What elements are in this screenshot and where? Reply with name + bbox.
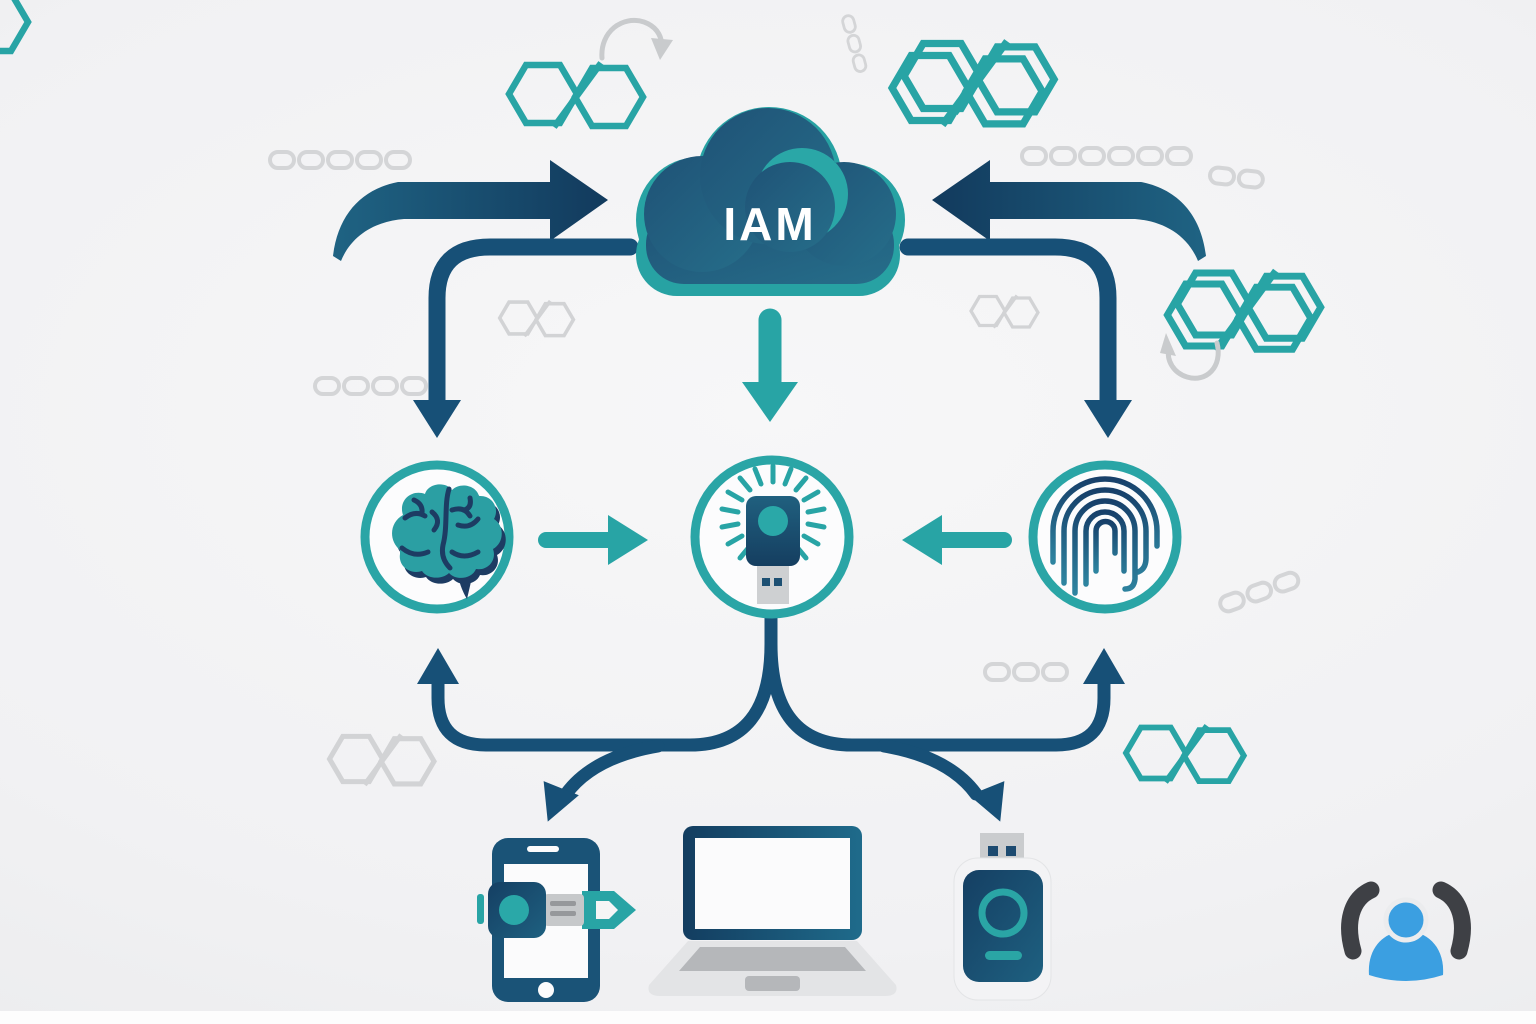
usb-bar xyxy=(985,951,1022,960)
arrow-right-into-cloud xyxy=(932,160,1206,261)
hexagon-link-icon xyxy=(509,63,643,127)
refresh-arrow-icon xyxy=(1160,333,1221,381)
usb-panel xyxy=(963,870,1043,982)
laptop-trackpad xyxy=(745,976,800,991)
arrow-cloud-to-fingerprint xyxy=(899,238,1132,438)
cloud-crescent-accent xyxy=(745,148,848,252)
usb-ring xyxy=(978,888,1028,938)
laptop-icon xyxy=(648,826,897,996)
security-key-over-phone xyxy=(477,882,636,938)
arrow-fingerprint-to-key xyxy=(902,515,1012,565)
arrow-brain-to-key xyxy=(538,515,648,565)
person-logo-icon xyxy=(1341,881,1471,981)
hexagon-link-icon xyxy=(330,735,435,785)
iam-label: IAM xyxy=(723,198,816,250)
security-key-icon xyxy=(719,463,827,604)
bottom-white-strip xyxy=(0,1011,1536,1024)
refresh-arrow-icon xyxy=(599,18,673,61)
arrow-cloud-to-brain xyxy=(413,238,639,438)
smartphone-home-button xyxy=(538,982,554,998)
logo-left-arm xyxy=(1341,881,1380,960)
arrowhead-down-to-usb xyxy=(969,781,1005,822)
decor-hexagon-link-icons xyxy=(0,0,1321,785)
hexagon-link-icon xyxy=(497,299,576,338)
chain-link-icon xyxy=(1207,164,1266,191)
hexagon-link-icon xyxy=(1126,726,1244,782)
arrowhead-up-to-fingerprint xyxy=(1083,648,1125,684)
chain-link-icon xyxy=(268,150,412,170)
logo-body xyxy=(1368,931,1444,981)
hexagon-link-icon xyxy=(969,293,1040,330)
chain-link-icon xyxy=(313,376,428,396)
arrowhead-down-to-phone xyxy=(543,781,579,822)
chain-link-icon xyxy=(1020,146,1193,166)
arrow-network-bottom xyxy=(417,603,1125,822)
arrow-cloud-to-key xyxy=(742,308,798,422)
chain-link-icon xyxy=(840,13,869,75)
chain-link-icon xyxy=(1215,568,1303,616)
laptop-screen xyxy=(695,838,850,929)
logo-head xyxy=(1383,897,1429,943)
cloud-node: IAM xyxy=(636,107,905,296)
smartphone-speaker xyxy=(527,846,559,852)
chain-link-icon xyxy=(983,662,1069,682)
logo-right-arm xyxy=(1432,881,1471,960)
usb-drive-icon xyxy=(953,833,1052,1001)
hexagon-corner-icon xyxy=(0,0,32,55)
decor-refresh-arrow-icons xyxy=(599,18,1221,381)
arrowhead-up-to-brain xyxy=(417,648,459,684)
brain-icon xyxy=(392,484,506,599)
fingerprint-icon xyxy=(1050,476,1160,596)
smartphone-security-key-icon xyxy=(477,838,636,1002)
laptop-keyboard xyxy=(679,947,866,971)
arrow-left-into-cloud xyxy=(333,160,608,261)
